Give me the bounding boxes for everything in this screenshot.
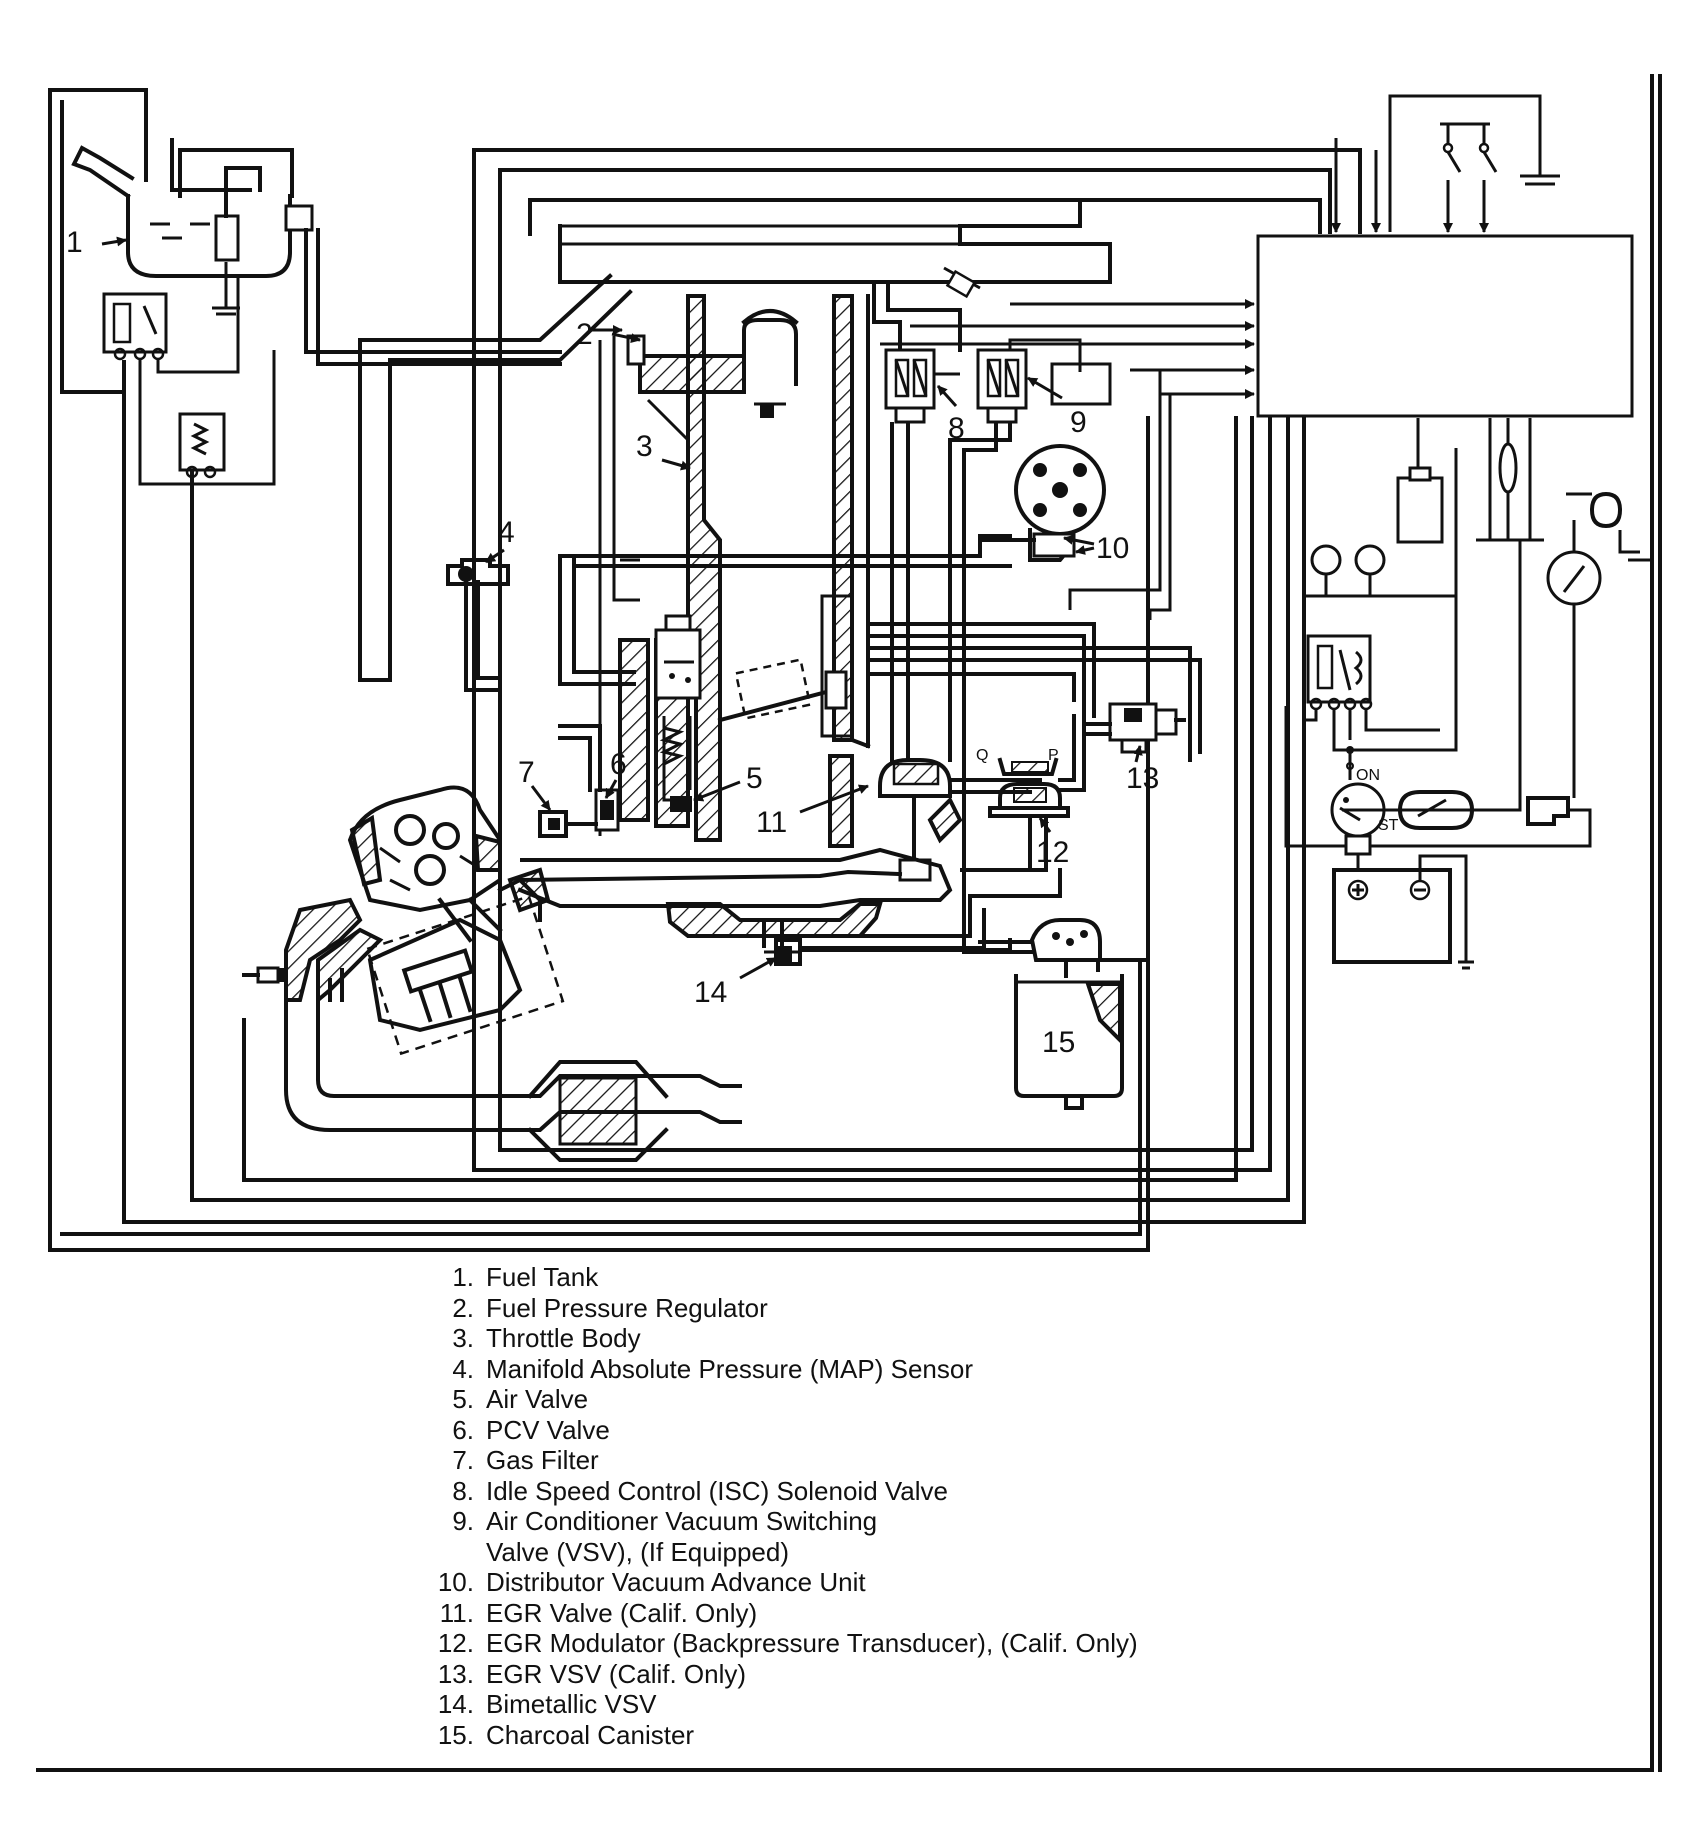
map-sensor (446, 558, 510, 702)
legend-text: PCV Valve (486, 1414, 610, 1445)
legend-number: 2. (452, 1292, 474, 1323)
callout-15: 15 (1042, 1026, 1075, 1059)
legend-number: 7. (452, 1445, 474, 1475)
legend-number: 15. (437, 1719, 474, 1750)
legend-item: 12. EGR Modulator (Backpressure Transduce… (416, 1628, 1316, 1659)
egr-vsv (1084, 702, 1186, 754)
legend-item: 6. PCV Valve (416, 1415, 1316, 1446)
catalytic-converter (527, 1060, 669, 1162)
air-intake-duct (358, 198, 1112, 682)
page-borders (36, 74, 1662, 1772)
callout-5: 5 (746, 762, 763, 795)
legend-number: 9. (452, 1506, 474, 1536)
legend-text: EGR Valve (Calif. Only) (486, 1597, 758, 1628)
egr-modulator (960, 714, 1086, 872)
legend-number: 1. (452, 1262, 474, 1292)
charcoal-canister (60, 758, 1150, 1236)
main-relay-ignition (1284, 596, 1592, 970)
legend-number: 5. (452, 1384, 474, 1414)
legend-text: Air Valve (486, 1384, 589, 1414)
legend-text: Manifold Absolute Pressure (MAP) Sensor (486, 1353, 973, 1384)
legend-text: Idle Speed Control (ISC) Solenoid Valve (486, 1475, 948, 1506)
legend-number: 13. (437, 1658, 474, 1689)
legend-number: 3. (452, 1323, 474, 1353)
legend-number: 8. (452, 1475, 474, 1506)
legend-text: Valve (VSV), (If Equipped) (486, 1536, 789, 1567)
fuel-tank (71, 145, 562, 366)
callout-4: 4 (498, 516, 515, 549)
port-label-p: P (1048, 747, 1059, 764)
legend-text: Bimetallic VSV (486, 1689, 657, 1719)
legend-item: 9. Air Conditioner Vacuum Switching (416, 1506, 1316, 1537)
port-label-q: Q (976, 747, 988, 764)
callout-14: 14 (694, 976, 727, 1009)
legend-item: 2. Fuel Pressure Regulator (416, 1293, 1316, 1324)
legend-item: 8. Idle Speed Control (ISC) Solenoid Valv… (416, 1476, 1316, 1507)
fuel-pump-relay (102, 278, 276, 486)
legend-number: 14. (437, 1689, 474, 1719)
callout-8: 8 (948, 412, 965, 445)
callout-2: 2 (576, 318, 593, 351)
callout-10: 10 (1096, 532, 1129, 565)
callout-7: 7 (518, 756, 535, 789)
gas-filter (538, 810, 598, 838)
legend-item: 4. Manifold Absolute Pressure (MAP) Senso… (416, 1354, 1316, 1385)
egr-valve (878, 758, 1042, 882)
legend-text: Distributor Vacuum Advance Unit (486, 1567, 866, 1597)
legend-text: Throttle Body (486, 1323, 641, 1353)
intake-manifold (517, 847, 1062, 964)
legend-item: 11. EGR Valve (Calif. Only) (416, 1598, 1316, 1629)
callout-leaders (485, 332, 1143, 980)
legend-number: 4. (452, 1353, 474, 1384)
callout-3: 3 (636, 430, 653, 463)
component-legend: 1. Fuel Tank 2. Fuel Pressure Regulator 3. Th… (416, 1262, 1316, 1750)
legend-number: 6. (452, 1414, 474, 1445)
legend-text: EGR Modulator (Backpressure Transducer),… (486, 1628, 1138, 1658)
callout-12: 12 (1036, 836, 1069, 869)
legend-number (416, 1537, 486, 1568)
legend-text: EGR VSV (Calif. Only) (486, 1658, 747, 1689)
callout-11: 11 (756, 806, 787, 839)
legend-number: 11. (439, 1597, 474, 1628)
switch-label-on: ON (1356, 767, 1380, 784)
throttle-plate (717, 594, 854, 738)
isc-solenoid-valve (884, 348, 936, 424)
legend-item: 15. Charcoal Canister (416, 1720, 1316, 1751)
callout-13: 13 (1126, 762, 1159, 795)
ecu-input-switches (1331, 94, 1560, 233)
callout-1: 1 (66, 226, 83, 259)
pcv-valve (558, 724, 620, 832)
legend-number: 12. (437, 1628, 474, 1658)
callout-6: 6 (610, 748, 627, 781)
switch-label-st: ST (1378, 817, 1399, 834)
wiring-harness (48, 88, 1362, 1252)
callout-labels: 1 2 3 4 5 6 7 8 9 10 11 12 13 14 15 Q P … (66, 226, 1399, 1059)
legend-item: 10. Distributor Vacuum Advance Unit (416, 1567, 1316, 1598)
legend-item: 1. Fuel Tank (416, 1262, 1316, 1293)
legend-item: 7. Gas Filter (416, 1445, 1316, 1476)
legend-item: 5. Air Valve (416, 1384, 1316, 1415)
legend-item: Valve (VSV), (If Equipped) (416, 1537, 1316, 1568)
oxygen-sensor (242, 966, 288, 984)
sensor-resistor (178, 412, 226, 479)
engine-cylinder-head (347, 785, 503, 943)
legend-text: Fuel Pressure Regulator (486, 1292, 768, 1323)
legend-text: Air Conditioner Vacuum Switching (486, 1506, 878, 1536)
ecu-box (1256, 234, 1634, 418)
legend-text: Charcoal Canister (486, 1719, 695, 1750)
legend-item: 3. Throttle Body (416, 1323, 1316, 1354)
legend-text: Gas Filter (486, 1445, 599, 1475)
callout-9: 9 (1070, 406, 1087, 439)
legend-text: Fuel Tank (486, 1262, 599, 1292)
air-valve (620, 558, 702, 812)
legend-number: 10. (437, 1567, 474, 1597)
ac-vacuum-switching-valve (934, 338, 1112, 424)
legend-item: 14. Bimetallic VSV (416, 1689, 1316, 1720)
legend-item: 13. EGR VSV (Calif. Only) (416, 1659, 1316, 1690)
